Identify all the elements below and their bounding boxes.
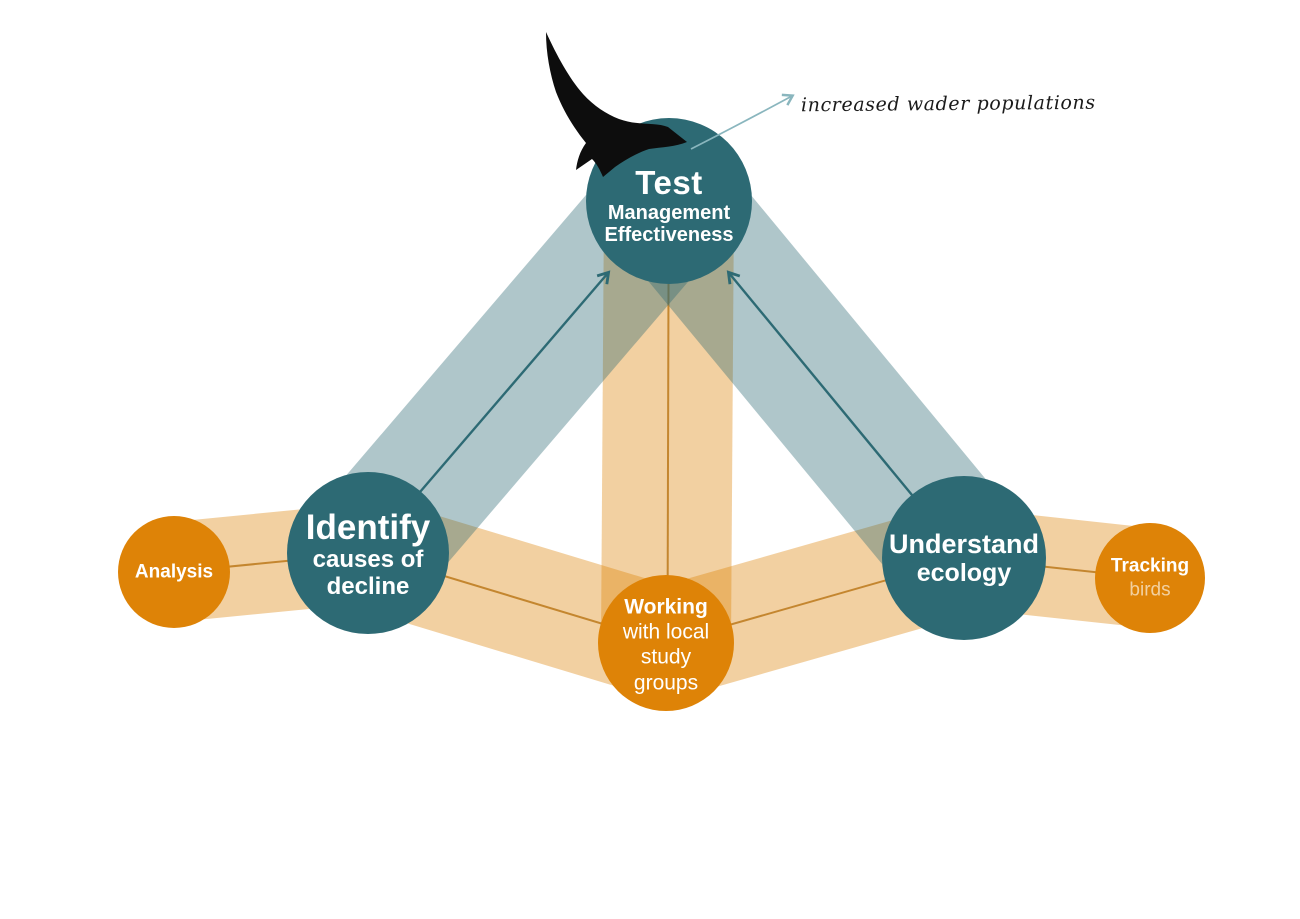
node-understand-circle — [882, 476, 1046, 640]
flow-arrow-icon-understand-to-test — [726, 270, 913, 496]
node-identify-circle — [287, 472, 449, 634]
annotation-arrow-icon — [690, 93, 795, 150]
node-analysis-circle — [118, 516, 230, 628]
node-circles — [118, 118, 1205, 711]
node-tracking-circle — [1095, 523, 1205, 633]
teal-arrows — [419, 270, 913, 496]
bird-silhouette-icon — [546, 32, 687, 177]
flow-arrow-icon-identify-to-test — [419, 270, 611, 493]
node-working-circle — [598, 575, 734, 711]
annotation-text: increased wader populations — [800, 91, 1096, 117]
node-test-circle — [586, 118, 752, 284]
